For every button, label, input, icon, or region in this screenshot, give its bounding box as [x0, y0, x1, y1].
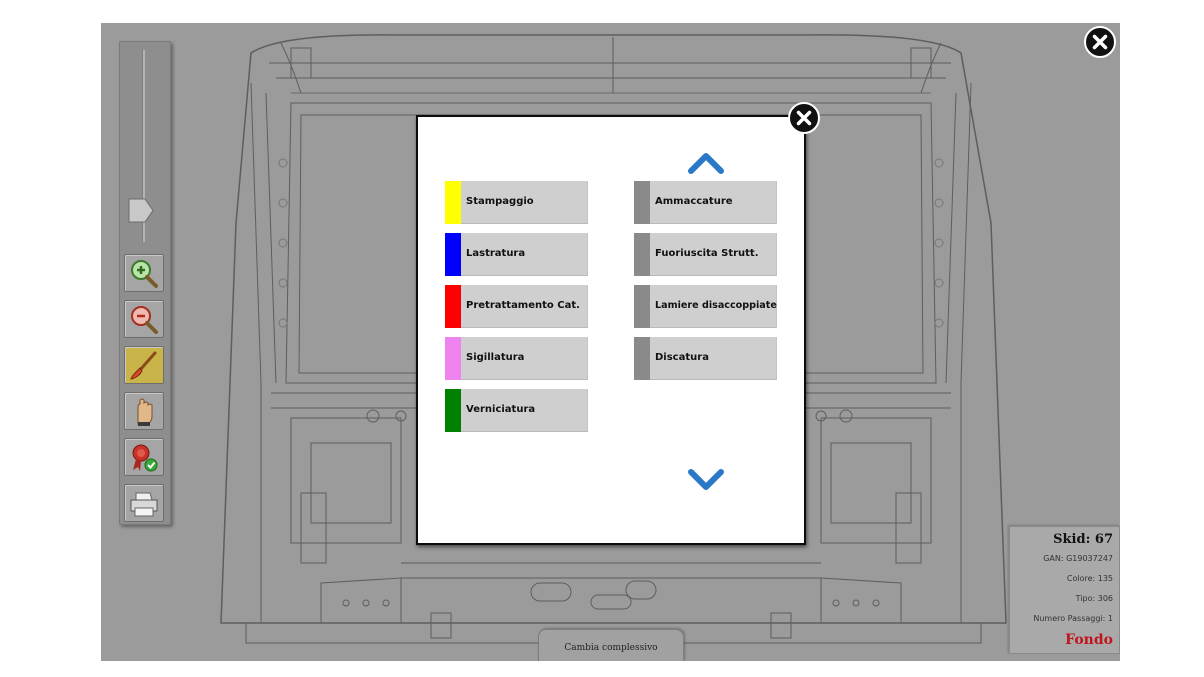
status-label: Fondo — [1065, 632, 1113, 648]
color-swatch — [445, 389, 461, 432]
printer-icon — [130, 492, 158, 517]
defect-discatura-button[interactable]: Discatura — [634, 337, 777, 380]
defect-label: Ammaccature — [655, 196, 733, 207]
category-verniciatura-button[interactable]: Verniciatura — [445, 389, 588, 432]
category-stampaggio-button[interactable]: Stampaggio — [445, 181, 588, 224]
color-swatch — [445, 337, 461, 380]
category-label: Pretrattamento Cat. — [466, 300, 580, 311]
category-label: Verniciatura — [466, 404, 536, 415]
type-code: Tipo: 306 — [1075, 594, 1113, 603]
zoom-slider-handle[interactable] — [127, 197, 155, 224]
zoom-out-button[interactable] — [124, 300, 164, 338]
certificate-check-icon — [132, 444, 158, 472]
defect-fuoriuscita-button[interactable]: Fuoriuscita Strutt. — [634, 233, 777, 276]
category-lastratura-button[interactable]: Lastratura — [445, 233, 588, 276]
color-swatch — [634, 181, 650, 224]
hand-icon — [137, 398, 153, 426]
defect-label: Lamiere disaccoppiate — [655, 300, 777, 311]
scroll-down-button[interactable] — [688, 466, 724, 494]
skid-number: Skid: 67 — [1053, 532, 1113, 547]
chevron-down-icon — [688, 469, 724, 490]
category-label: Lastratura — [466, 248, 526, 259]
tool-palette — [119, 41, 171, 525]
hand-tool-button[interactable] — [124, 392, 164, 430]
scroll-up-button[interactable] — [688, 149, 724, 177]
category-sigillatura-button[interactable]: Sigillatura — [445, 337, 588, 380]
color-swatch — [445, 181, 461, 224]
change-assembly-tab[interactable]: Cambia complessivo — [538, 629, 684, 661]
defect-label: Fuoriuscita Strutt. — [655, 248, 759, 259]
close-dialog-button[interactable] — [788, 102, 820, 134]
color-swatch — [445, 233, 461, 276]
defect-ammaccature-button[interactable]: Ammaccature — [634, 181, 777, 224]
category-label: Stampaggio — [466, 196, 534, 207]
paint-brush-icon — [130, 351, 157, 380]
category-pretrattamento-button[interactable]: Pretrattamento Cat. — [445, 285, 588, 328]
color-swatch — [445, 285, 461, 328]
category-picker-dialog: Stampaggio Lastratura Pretrattamento Cat… — [416, 115, 806, 545]
certify-button[interactable] — [124, 438, 164, 476]
zoom-in-button[interactable] — [124, 254, 164, 292]
close-icon — [796, 110, 812, 126]
defect-label: Discatura — [655, 352, 709, 363]
color-swatch — [634, 233, 650, 276]
defect-lamiere-button[interactable]: Lamiere disaccoppiate — [634, 285, 777, 328]
zoom-out-icon — [131, 306, 158, 334]
close-icon — [1092, 34, 1108, 50]
close-view-button[interactable] — [1084, 26, 1116, 58]
color-swatch — [634, 337, 650, 380]
paint-brush-button[interactable] — [124, 346, 164, 384]
zoom-in-icon — [131, 260, 158, 288]
pass-count: Numero Passaggi: 1 — [1033, 614, 1113, 623]
zoom-slider-track[interactable] — [142, 50, 145, 242]
color-code: Colore: 135 — [1066, 574, 1113, 583]
category-label: Sigillatura — [466, 352, 525, 363]
gan-code: GAN: G19037247 — [1043, 554, 1113, 563]
skid-info-panel: Skid: 67 GAN: G19037247 Colore: 135 Tipo… — [1009, 526, 1120, 654]
color-swatch — [634, 285, 650, 328]
chevron-up-icon — [688, 153, 724, 174]
print-button[interactable] — [124, 484, 164, 522]
